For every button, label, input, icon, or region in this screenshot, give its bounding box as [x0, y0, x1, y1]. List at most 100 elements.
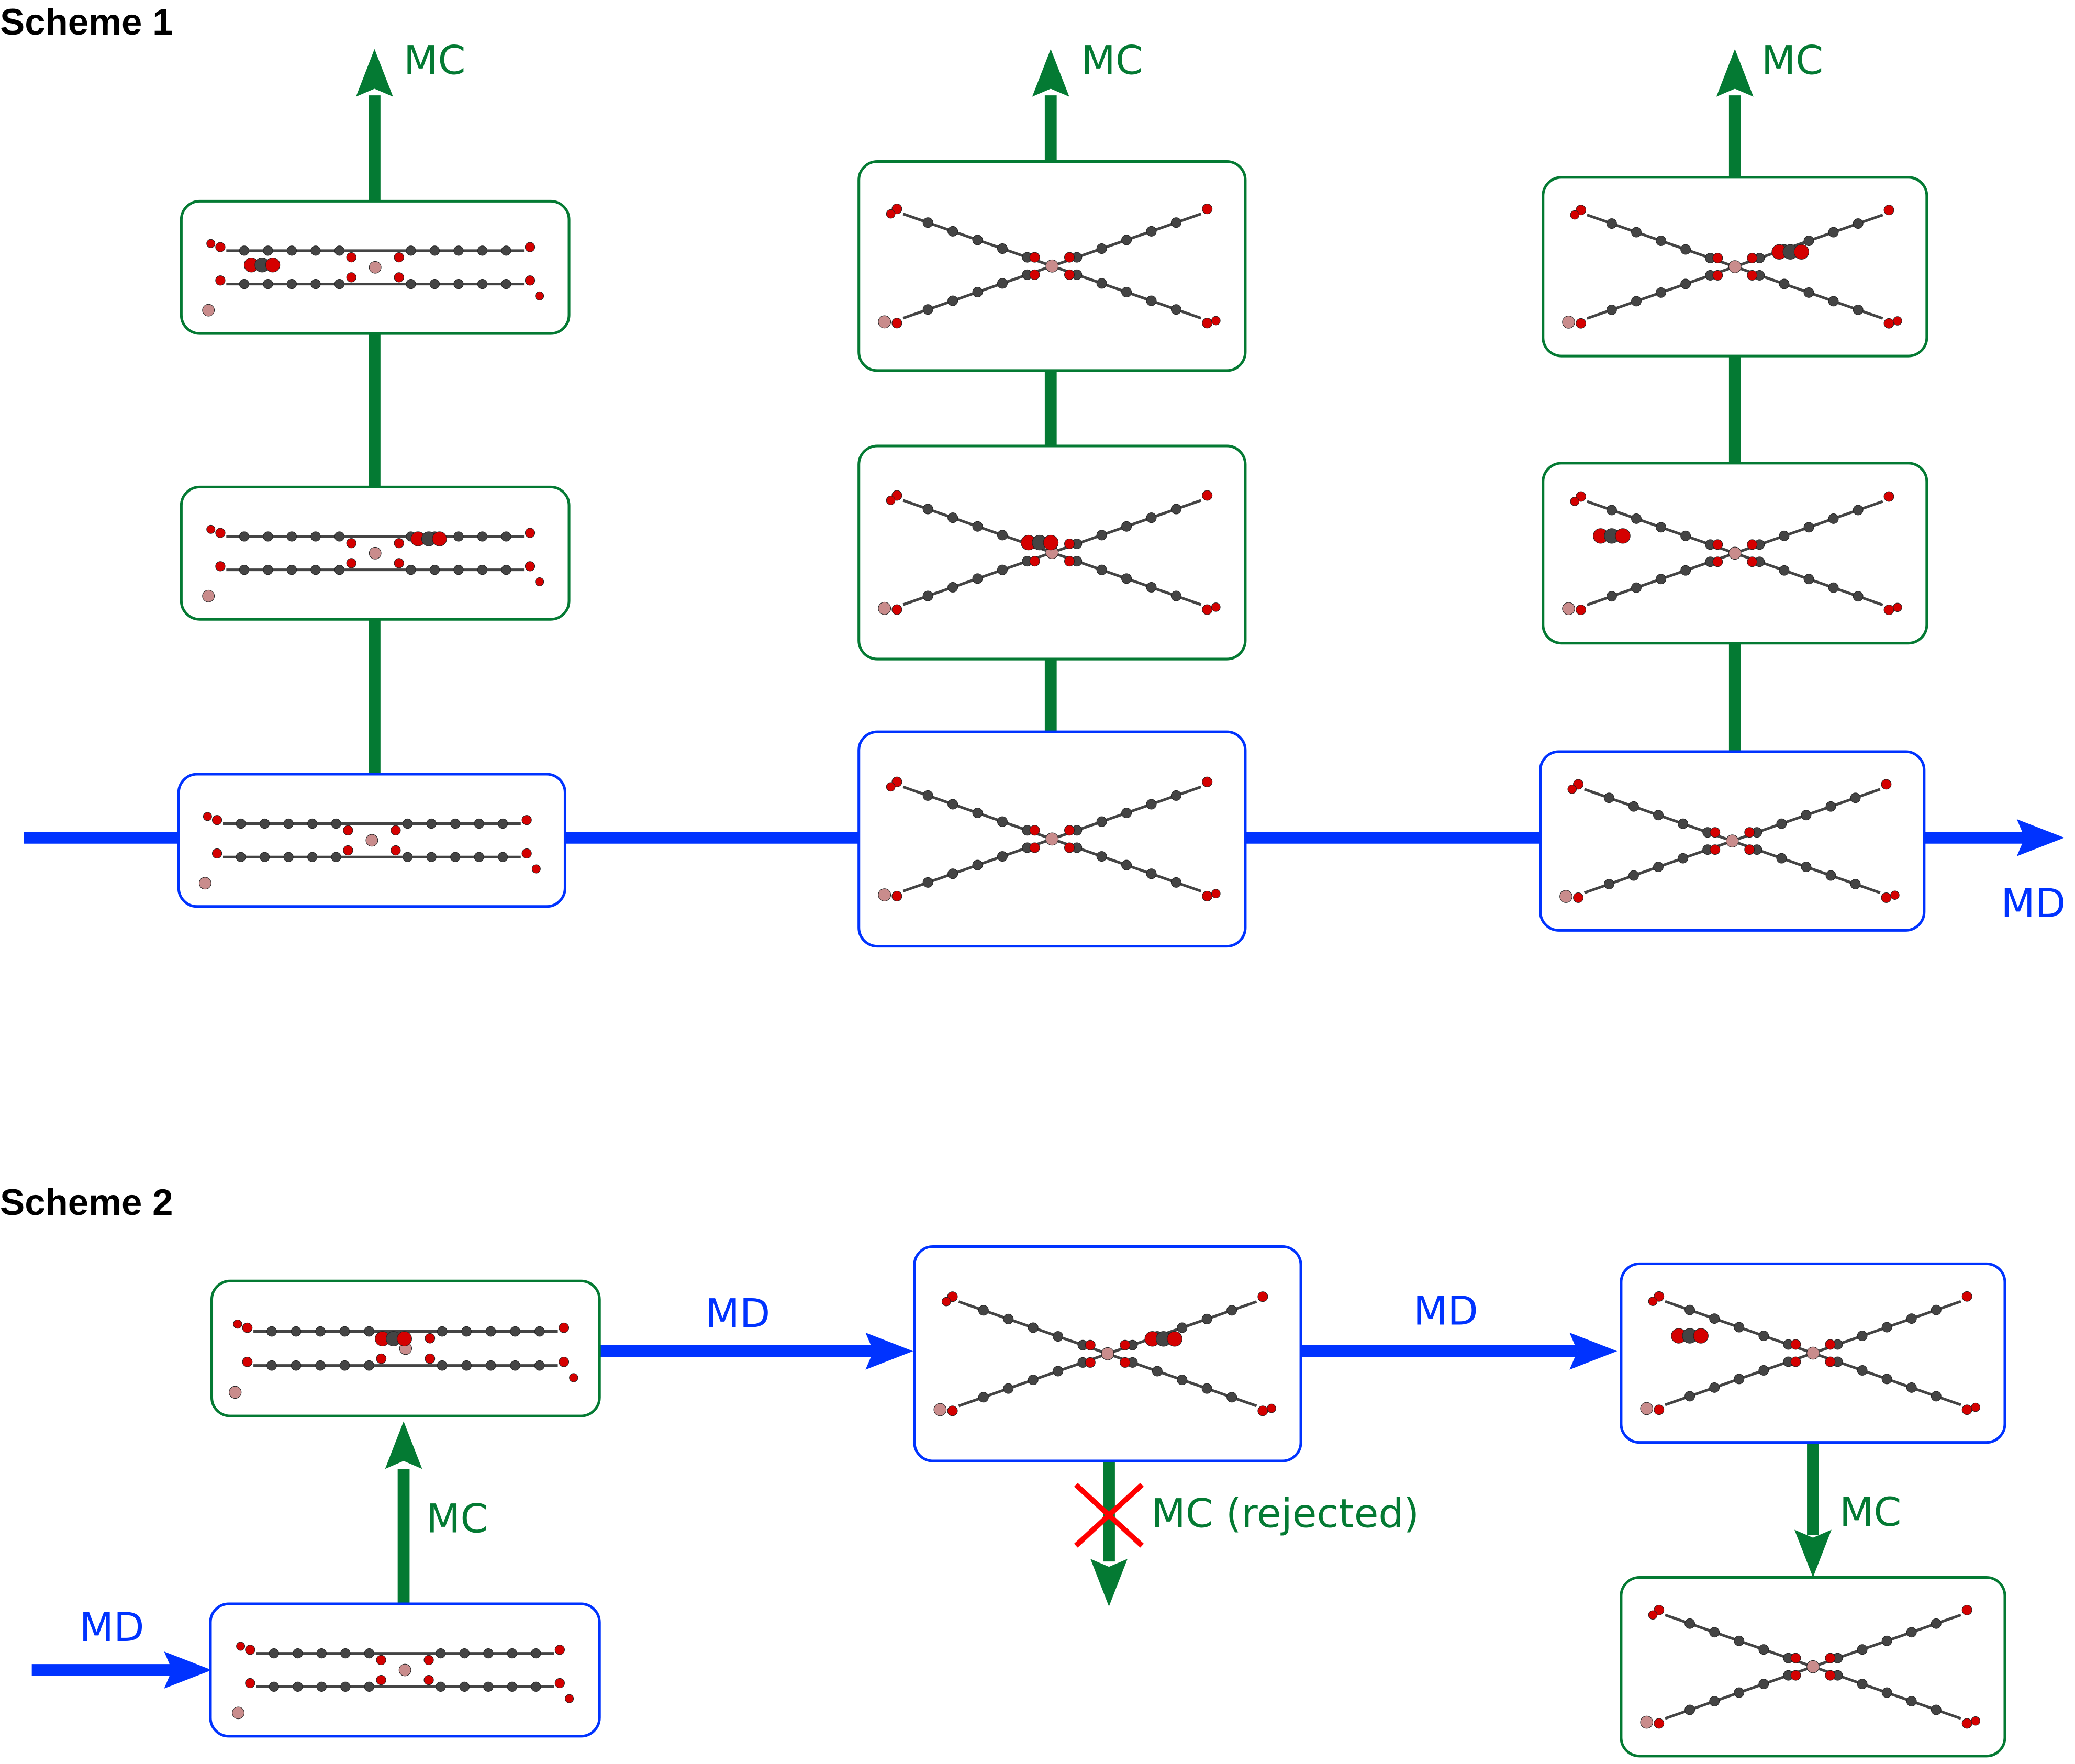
carbon-atom — [1857, 1331, 1868, 1341]
carbon-atom — [1680, 530, 1691, 541]
carbon-atom — [1096, 278, 1107, 289]
water-oxygen-atom — [886, 209, 896, 219]
carbon-atom — [997, 816, 1008, 827]
carbon-atom — [1606, 218, 1617, 229]
oxygen-atom — [1064, 252, 1075, 263]
oxygen-atom — [1881, 779, 1892, 790]
oxygen-atom — [1790, 1670, 1801, 1681]
scheme-1-title: Scheme 1 — [0, 1, 173, 42]
metal-atom — [369, 261, 382, 274]
carbon-atom — [483, 1648, 494, 1659]
carbon-atom — [1853, 304, 1864, 315]
metal-atom — [878, 315, 891, 329]
carbon-atom — [1779, 278, 1790, 289]
oxygen-atom — [376, 1674, 386, 1685]
carbon-atom — [510, 1326, 520, 1337]
scheme-2-mc-down-arrow-head — [1794, 1529, 1832, 1578]
carbon-atom — [1734, 1374, 1745, 1385]
carbon-atom — [1825, 870, 1836, 881]
carbon-atom — [260, 818, 270, 829]
scheme-2-title: Scheme 2 — [0, 1181, 173, 1223]
carbon-atom — [364, 1360, 374, 1371]
oxygen-atom — [394, 558, 404, 568]
oxygen-atom — [242, 1322, 253, 1333]
scheme-2-mc-box-1 — [210, 1279, 601, 1417]
metal-atom — [1640, 1402, 1653, 1415]
oxygen-atom — [1573, 892, 1583, 903]
oxygen-atom — [1790, 1339, 1801, 1350]
carbon-atom — [1606, 505, 1617, 516]
water-oxygen-atom — [1893, 602, 1902, 612]
carbon-atom — [1931, 1618, 1942, 1629]
scheme-2-md-label-in: MD — [80, 1604, 144, 1650]
water-oxygen-atom — [886, 496, 896, 505]
carbon-atom — [947, 295, 958, 306]
scheme-1-md-label: MD — [2001, 880, 2066, 926]
oxygen-atom — [1085, 1357, 1096, 1368]
scheme-1-mc-box-2a — [857, 444, 1247, 661]
scheme-2-mc-up-arrow-head — [385, 1421, 422, 1469]
carbon-atom — [334, 531, 345, 542]
oxygen-atom — [1064, 556, 1075, 567]
carbon-atom — [1146, 868, 1157, 879]
oxygen-atom — [1710, 844, 1721, 855]
oxygen-atom — [1064, 538, 1075, 549]
carbon-atom — [1603, 792, 1614, 803]
scheme-2-md-box-2 — [1620, 1262, 2006, 1444]
oxygen-atom — [1202, 776, 1213, 787]
carbon-atom — [501, 531, 511, 542]
oxygen-atom — [1961, 1404, 1972, 1415]
carbon-atom — [263, 531, 273, 542]
carbon-atom — [1803, 287, 1814, 298]
carbon-atom — [1684, 1304, 1695, 1315]
carbon-atom — [331, 852, 341, 862]
metal-atom — [398, 1663, 411, 1677]
carbon-atom — [947, 512, 958, 523]
oxygen-atom — [1883, 205, 1894, 216]
oxygen-atom — [1744, 827, 1755, 838]
carbon-atom — [1606, 591, 1617, 602]
carbon-atom — [1146, 295, 1157, 306]
carbon-atom — [293, 1648, 303, 1659]
carbon-atom — [477, 565, 488, 575]
carbon-atom — [269, 1648, 279, 1659]
water-oxygen-atom — [535, 291, 544, 300]
oxygen-atom — [1654, 1404, 1665, 1415]
carbon-atom — [1121, 235, 1132, 245]
carbon-atom — [1828, 582, 1839, 593]
carbon-atom — [1850, 879, 1861, 889]
carbon-atom — [972, 808, 983, 819]
carbon-atom — [978, 1392, 989, 1403]
scheme-2-mc-rejected-label: MC (rejected) — [1151, 1490, 1419, 1536]
carbon-atom — [1201, 1313, 1212, 1324]
carbon-atom — [1825, 801, 1836, 812]
carbon-atom — [310, 278, 321, 289]
oxygen-atom — [245, 1678, 255, 1689]
molecule-structure — [232, 1642, 574, 1720]
co2-oxygen-atom — [397, 1331, 412, 1347]
carbon-atom — [1853, 218, 1864, 229]
oxygen-atom — [394, 538, 404, 549]
carbon-atom — [239, 531, 250, 542]
carbon-atom — [453, 531, 464, 542]
molecule-structure — [229, 1320, 578, 1399]
carbon-atom — [459, 1681, 470, 1692]
carbon-atom — [1121, 808, 1132, 819]
carbon-atom — [291, 1360, 302, 1371]
carbon-atom — [1656, 522, 1666, 533]
molecule-structure — [1640, 1604, 1980, 1729]
scheme-2-md-arrow-1-head — [865, 1332, 913, 1370]
metal-atom — [1728, 260, 1742, 273]
molecule-structure — [1640, 1291, 1980, 1415]
carbon-atom — [310, 245, 321, 256]
oxygen-atom — [1790, 1653, 1801, 1663]
carbon-atom — [429, 278, 440, 289]
carbon-atom — [1053, 1366, 1064, 1377]
carbon-atom — [450, 852, 461, 862]
carbon-atom — [1121, 521, 1132, 532]
carbon-atom — [1146, 226, 1157, 237]
carbon-atom — [1881, 1687, 1892, 1698]
water-oxygen-atom — [1211, 889, 1221, 899]
co2-oxygen-atom — [1043, 534, 1059, 551]
carbon-atom — [1226, 1392, 1237, 1403]
